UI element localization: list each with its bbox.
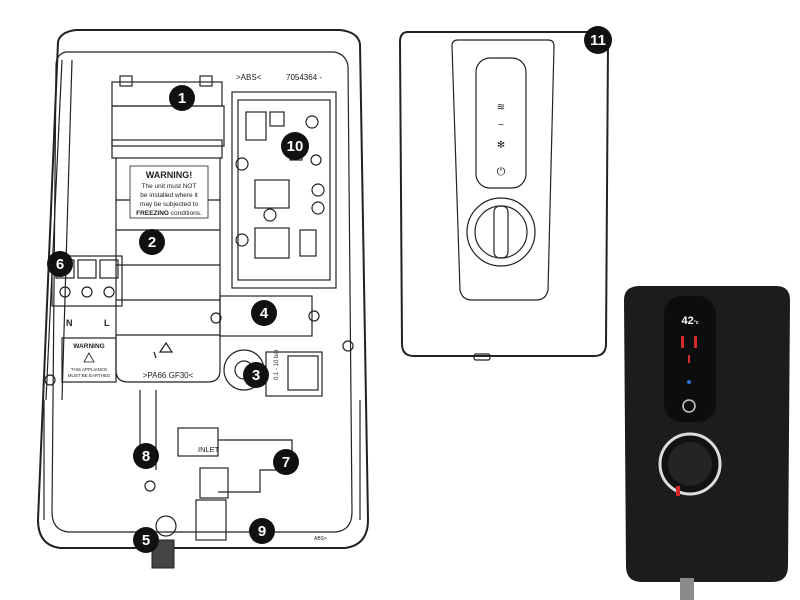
callout-5: 5 [133, 527, 159, 553]
bottom-material-label: ABS> [314, 536, 327, 542]
warning-line-1: The unit must NOT [142, 183, 197, 190]
terminal-l-label: L [104, 318, 110, 328]
power-button-icon [682, 399, 696, 413]
terminal-block [51, 255, 123, 307]
svg-text:7: 7 [282, 454, 290, 471]
dial-knob-icon [493, 205, 509, 259]
callout-2: 2 [139, 229, 165, 255]
terminal-n-label: N [66, 318, 73, 328]
svg-text:4: 4 [260, 305, 269, 322]
temperature-dial [466, 197, 536, 267]
warning-line-2: be installed where it [140, 192, 198, 199]
cold-indicator-icon [687, 380, 691, 384]
callout-4: 4 [251, 300, 277, 326]
earth-warning-line-2: MUST BE EARTHED [68, 373, 111, 378]
warning-title: WARNING! [146, 170, 193, 180]
open-shower-unit: WARNING! The unit must NOT be installed … [36, 29, 370, 569]
dark-shower-unit: 42°c [624, 286, 790, 600]
callout-3: 3 [243, 362, 269, 388]
cold-icon: ✻ [497, 140, 505, 151]
heat-indicator-icon [681, 336, 684, 348]
inlet-label: INLET [198, 445, 220, 454]
svg-text:1: 1 [178, 90, 186, 107]
earth-warning-label: WARNING THIS APPLIANCE MUST BE EARTHED [61, 337, 117, 383]
temperature-display: 42°c [681, 315, 698, 327]
callout-1: 1 [169, 85, 195, 111]
earth-warning-line-1: THIS APPLIANCE [71, 367, 108, 372]
svg-text:10: 10 [287, 138, 304, 155]
svg-text:5: 5 [142, 532, 150, 549]
freezing-warning-label: WARNING! The unit must NOT be installed … [129, 165, 209, 219]
housing-material-label: >ABS< [236, 73, 262, 82]
callout-9: 9 [249, 518, 275, 544]
heat-low-icon: ~ [498, 120, 504, 131]
front-cover: ≋ ~ ✻ ⏻ [398, 31, 610, 361]
tank-material-label: >PA66 GF30< [143, 371, 194, 380]
svg-text:6: 6 [56, 256, 64, 273]
callout-6: 6 [47, 251, 73, 277]
svg-text:11: 11 [590, 32, 606, 49]
recycle-icon [153, 341, 174, 359]
svg-text:8: 8 [142, 448, 150, 465]
callouts: 1 2 3 4 5 6 7 8 9 10 11 [47, 26, 612, 553]
pressure-label: 0.1 - 10 bar [274, 349, 280, 380]
callout-10: 10 [281, 132, 309, 160]
heat-high-icon: ≋ [497, 102, 505, 113]
svg-text:9: 9 [258, 523, 266, 540]
warning-line-4: FREEZING conditions. [136, 210, 202, 217]
callout-7: 7 [273, 449, 299, 475]
svg-text:2: 2 [148, 234, 156, 251]
callout-8: 8 [133, 443, 159, 469]
svg-text:3: 3 [252, 367, 260, 384]
part-number-label: 7054364 - [286, 73, 322, 82]
earth-warning-title: WARNING [73, 343, 104, 350]
warning-line-3: may be subjected to [140, 201, 199, 208]
warning-triangle-icon [83, 352, 95, 363]
power-icon: ⏻ [497, 166, 506, 178]
callout-11: 11 [584, 26, 612, 54]
